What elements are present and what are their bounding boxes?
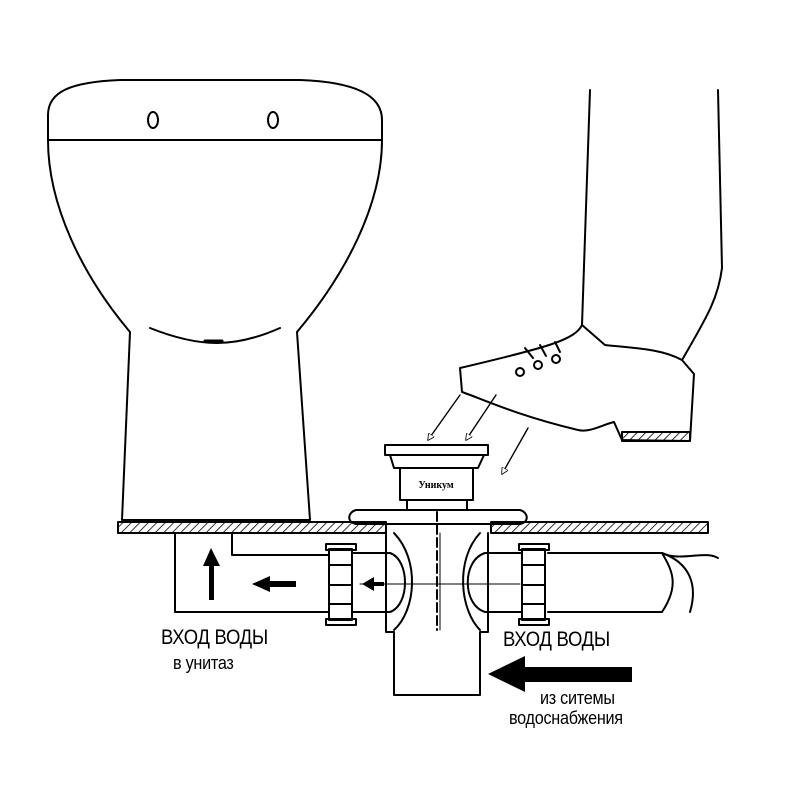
- arrow-small-in-valve: [362, 577, 384, 591]
- arrow-supply-inlet: [488, 656, 632, 692]
- valve-flange: [348, 509, 528, 525]
- lace-eyelet-2: [533, 360, 543, 370]
- pipe-left-outer: [174, 532, 330, 613]
- foot: [459, 89, 723, 442]
- valve-body: [385, 532, 489, 696]
- valve-brand-label: Уникум: [418, 480, 454, 491]
- press-arrow-3: [502, 427, 529, 474]
- shoelace: [524, 341, 561, 359]
- press-arrow-1: [428, 394, 461, 440]
- arrow-left-in-pipe: [252, 576, 296, 592]
- pipe-to-toilet: [174, 532, 406, 626]
- seat-hole-right: [267, 111, 279, 129]
- shoe: [459, 324, 695, 442]
- nut-left-cap: [325, 543, 357, 551]
- pipe-right-break: [661, 552, 674, 613]
- supply-inlet-title: ВХОД ВОДЫ: [503, 628, 611, 651]
- supply-inlet-subtitle-1: из ситемы: [540, 688, 615, 708]
- toilet-bowl: [47, 139, 383, 521]
- toilet-inlet-title: ВХОД ВОДЫ: [161, 626, 269, 649]
- toilet-inlet-subtitle: в унитаз: [173, 653, 234, 673]
- pipe-from-supply: [466, 543, 719, 626]
- valve-button-body: [389, 454, 485, 469]
- bowl-rim-line: [149, 327, 281, 344]
- flow-arrows: [203, 548, 632, 692]
- press-arrows: [428, 394, 529, 474]
- pipe-left-inner: [231, 532, 330, 556]
- nut-right-cap: [518, 543, 550, 551]
- leg: [581, 89, 723, 361]
- pipe-right-top: [547, 552, 719, 559]
- lace-eyelet-1: [515, 367, 525, 377]
- toilet: [47, 79, 383, 521]
- arrow-up-to-toilet: [203, 548, 220, 600]
- valve-inner-left: [393, 532, 413, 631]
- toilet-seat: [47, 79, 383, 141]
- valve: [348, 444, 528, 696]
- floor-left: [117, 521, 387, 534]
- shoe-sole: [621, 431, 691, 442]
- seat-hole-left: [147, 111, 159, 129]
- valve-stem: [406, 499, 468, 511]
- valve-inner-right: [462, 532, 481, 631]
- floor: [117, 521, 709, 534]
- nut-right: [521, 548, 546, 621]
- pipe-left-bend: [352, 552, 406, 613]
- supply-inlet-subtitle-2: водоснабжения: [509, 708, 623, 728]
- floor-right: [490, 521, 709, 534]
- press-arrow-2: [466, 394, 497, 440]
- pipe-right-bend: [466, 552, 523, 613]
- nut-left: [328, 548, 353, 621]
- valve-button-top: [384, 444, 489, 456]
- lace-eyelet-3: [551, 354, 561, 364]
